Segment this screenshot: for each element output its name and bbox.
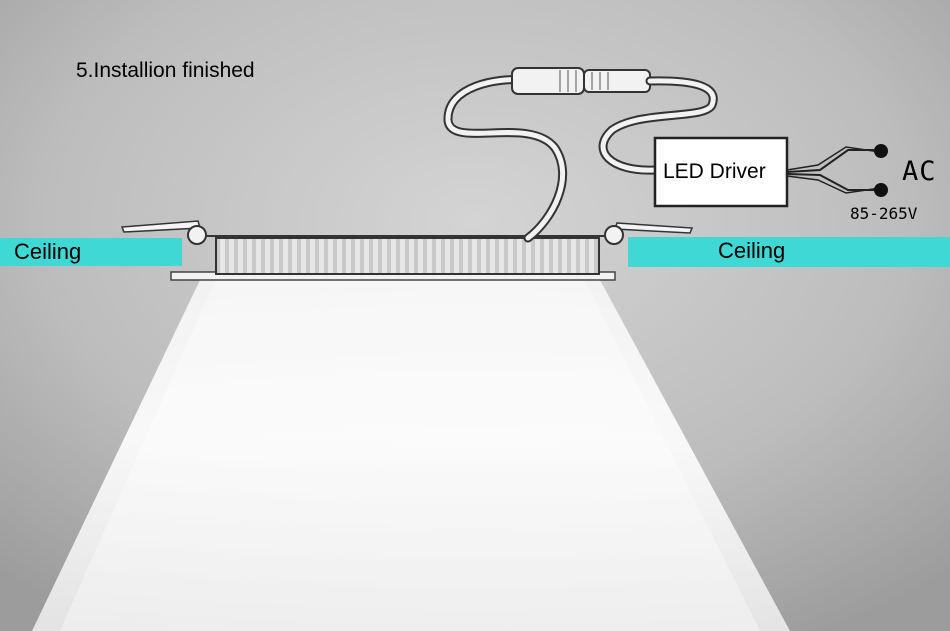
driver-cable-inner xyxy=(600,78,716,173)
spring-pivot-right xyxy=(604,225,624,245)
led-panel-body xyxy=(215,237,600,275)
ceiling-left-label: Ceiling xyxy=(14,239,82,264)
led-driver-box xyxy=(653,136,789,208)
step-title: 5.Installion finished xyxy=(76,59,255,82)
ac-wire-bottom-2 xyxy=(786,175,881,194)
ceiling-right xyxy=(628,237,950,267)
ac-wire-top-2 xyxy=(786,146,881,171)
voltage-label: 85-265V xyxy=(850,204,918,223)
ceiling-left xyxy=(0,238,182,266)
ac-terminal-top xyxy=(874,144,888,158)
ac-label: AC xyxy=(902,156,937,187)
ceiling-right-label: Ceiling xyxy=(718,238,786,263)
ac-terminal-bottom xyxy=(874,183,888,197)
spring-pivot-left xyxy=(187,225,207,245)
light-beam-glow xyxy=(60,280,760,631)
light-beam xyxy=(32,280,790,631)
led-driver-label: LED Driver xyxy=(663,160,766,183)
panel-cable-inner xyxy=(445,77,566,241)
cable-connector xyxy=(511,67,651,95)
